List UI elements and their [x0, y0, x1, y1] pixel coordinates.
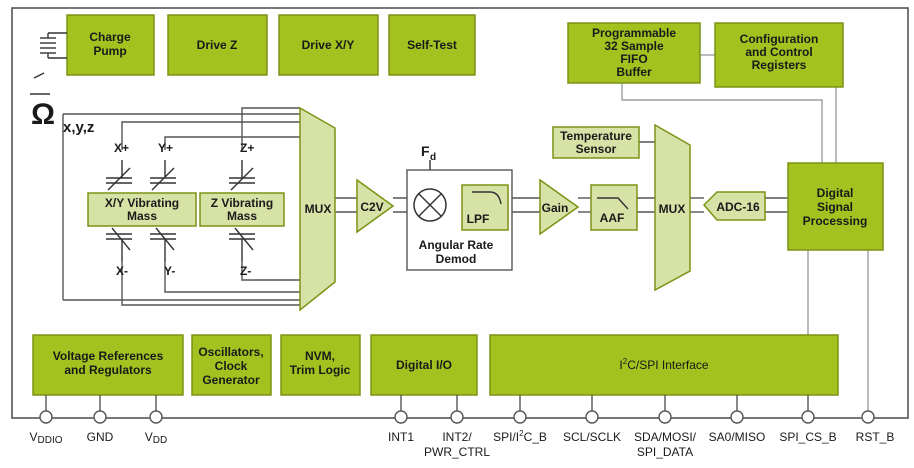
- pin-int2: [450, 410, 464, 424]
- svg-text:RST_B: RST_B: [856, 430, 895, 444]
- svg-text:X-: X-: [116, 264, 128, 278]
- svg-text:GND: GND: [87, 430, 114, 444]
- svg-text:F: F: [421, 143, 430, 159]
- svg-text:Ω: Ω: [31, 98, 55, 131]
- svg-text:x,y,z: x,y,z: [63, 119, 94, 136]
- svg-text:Y+: Y+: [158, 141, 173, 155]
- svg-text:SA0/MISO: SA0/MISO: [709, 430, 766, 444]
- c2v-amplifier: C2V: [356, 178, 395, 234]
- drive-xy-block: Drive X/Y: [278, 14, 379, 76]
- svg-text:MUX: MUX: [305, 202, 332, 216]
- svg-text:Self-Test: Self-Test: [407, 38, 457, 52]
- bus-wires: [621, 54, 869, 414]
- pin-labels: VDDIO GND VDD INT1 INT2/PWR_CTRL SPI/I2C…: [29, 429, 894, 459]
- svg-text:d: d: [430, 152, 436, 163]
- pin-vdd: [149, 410, 163, 424]
- pin-sa0: [730, 410, 744, 424]
- pin-rst-b: [861, 410, 875, 424]
- svg-text:VDDIO: VDDIO: [29, 430, 62, 446]
- drive-z-block: Drive Z: [167, 14, 268, 76]
- svg-text:LPF: LPF: [467, 212, 490, 226]
- svg-text:SCL/SCLK: SCL/SCLK: [563, 430, 621, 444]
- pin-scl: [585, 410, 599, 424]
- svg-text:Drive Z: Drive Z: [197, 38, 238, 52]
- svg-text:VDD: VDD: [145, 430, 167, 446]
- axis-labels: X+ Y+ Z+ X- Y- Z-: [114, 141, 254, 278]
- svg-text:X+: X+: [114, 141, 129, 155]
- pin-int1: [394, 410, 408, 424]
- sense-wires: [62, 107, 300, 306]
- svg-text:Gain: Gain: [542, 201, 569, 215]
- nvm-trim-block: NVM,Trim Logic: [280, 334, 361, 396]
- svg-text:Digital I/O: Digital I/O: [396, 358, 452, 372]
- svg-text:INT1: INT1: [388, 430, 414, 444]
- svg-text:Y-: Y-: [164, 264, 175, 278]
- svg-text:Z+: Z+: [240, 141, 254, 155]
- i2c-spi-interface-block: I2C/SPI Interface: [489, 334, 839, 396]
- pin-vddio: [39, 410, 53, 424]
- svg-text:ADC-16: ADC-16: [716, 200, 760, 214]
- svg-text:SPI_CS_B: SPI_CS_B: [779, 430, 836, 444]
- self-test-block: Self-Test: [388, 14, 476, 76]
- svg-text:SPI/I2C_B: SPI/I2C_B: [493, 429, 547, 444]
- pin-stubs: [45, 395, 809, 411]
- pin-sda: [658, 410, 672, 424]
- pin-gnd: [93, 410, 107, 424]
- svg-text:NVM,Trim Logic: NVM,Trim Logic: [290, 349, 351, 377]
- pins: [39, 410, 875, 424]
- sense-mux: MUX: [299, 106, 336, 312]
- pin-spi-cs-b: [801, 410, 815, 424]
- variable-capacitors: [106, 160, 255, 262]
- svg-text:INT2/PWR_CTRL: INT2/PWR_CTRL: [424, 430, 490, 459]
- fd-label: F d: [421, 143, 436, 163]
- adc-16-block: ADC-16: [702, 191, 766, 221]
- digital-io-block: Digital I/O: [370, 334, 478, 396]
- gain-amplifier: Gain: [539, 178, 580, 236]
- angular-rate-symbol: Ω x,y,z: [30, 72, 94, 136]
- svg-text:Drive X/Y: Drive X/Y: [302, 38, 355, 52]
- svg-text:AAF: AAF: [600, 211, 625, 225]
- svg-text:Z-: Z-: [240, 264, 251, 278]
- pin-spi-i2c-b: [513, 410, 527, 424]
- adc-mux: MUX: [654, 123, 691, 292]
- svg-text:MUX: MUX: [659, 202, 686, 216]
- svg-text:C2V: C2V: [360, 200, 383, 214]
- svg-text:I2C/SPI Interface: I2C/SPI Interface: [619, 357, 708, 372]
- svg-text:SDA/MOSI/SPI_DATA: SDA/MOSI/SPI_DATA: [634, 430, 697, 459]
- capacitor-symbol: [40, 32, 67, 59]
- aaf-filter-block: AAF: [590, 184, 638, 231]
